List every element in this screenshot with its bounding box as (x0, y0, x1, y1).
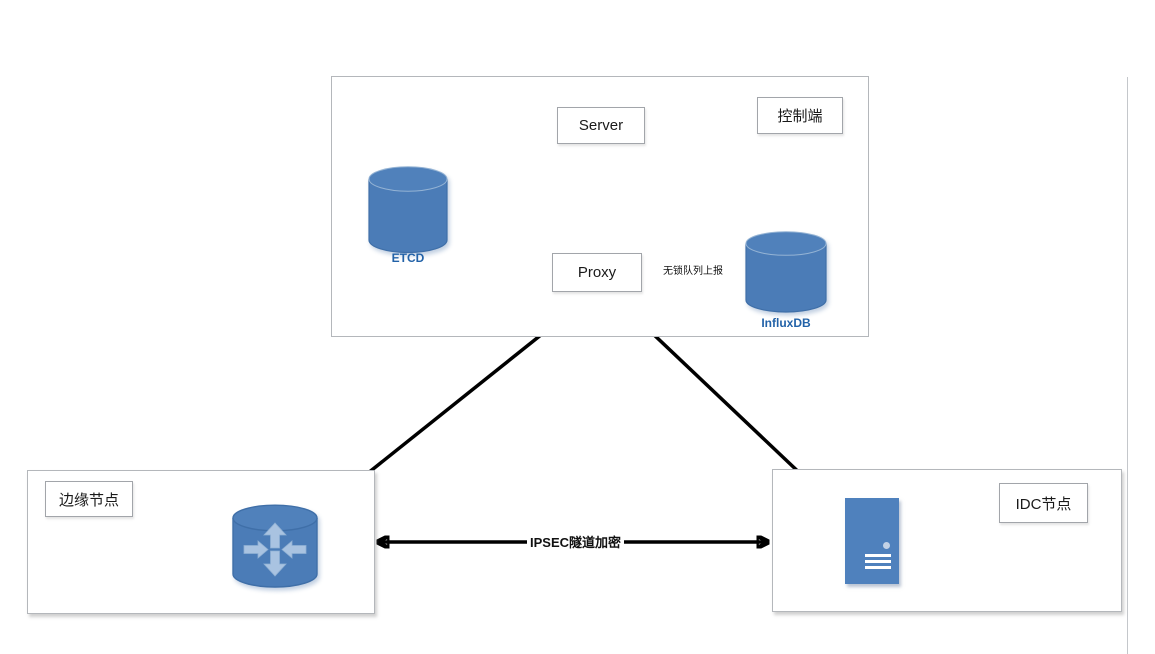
etcd-label: ETCD (391, 251, 425, 265)
edge-node-title: 边缘节点 (58, 491, 119, 509)
control-panel-title: 控制端 (777, 108, 823, 125)
proxy-node-label: Proxy (577, 264, 617, 281)
control-panel-title-box: 控制端 (757, 97, 843, 134)
idc-node-box (772, 469, 1122, 612)
server-led-dot (883, 542, 890, 549)
idc-node-title-box: IDC节点 (999, 483, 1088, 523)
influxdb-database-icon (745, 231, 827, 313)
server-node-box: Server (557, 107, 645, 144)
server-node-label: Server (578, 117, 624, 134)
influxdb-label: InfluxDB (761, 316, 811, 330)
edge-node-title-box: 边缘节点 (45, 481, 133, 517)
ipsec-tunnel-label: IPSEC隧道加密 (527, 534, 625, 551)
idc-node-title: IDC节点 (1015, 495, 1072, 513)
server-tower-icon (845, 498, 899, 584)
queue-arrow-label: 无锁队列上报 (660, 265, 726, 279)
etcd-database-icon (368, 166, 448, 254)
server-vent-bars (865, 554, 891, 572)
router-icon (232, 504, 318, 588)
page-boundary-line (1127, 77, 1128, 654)
proxy-node-box: Proxy (552, 253, 642, 292)
